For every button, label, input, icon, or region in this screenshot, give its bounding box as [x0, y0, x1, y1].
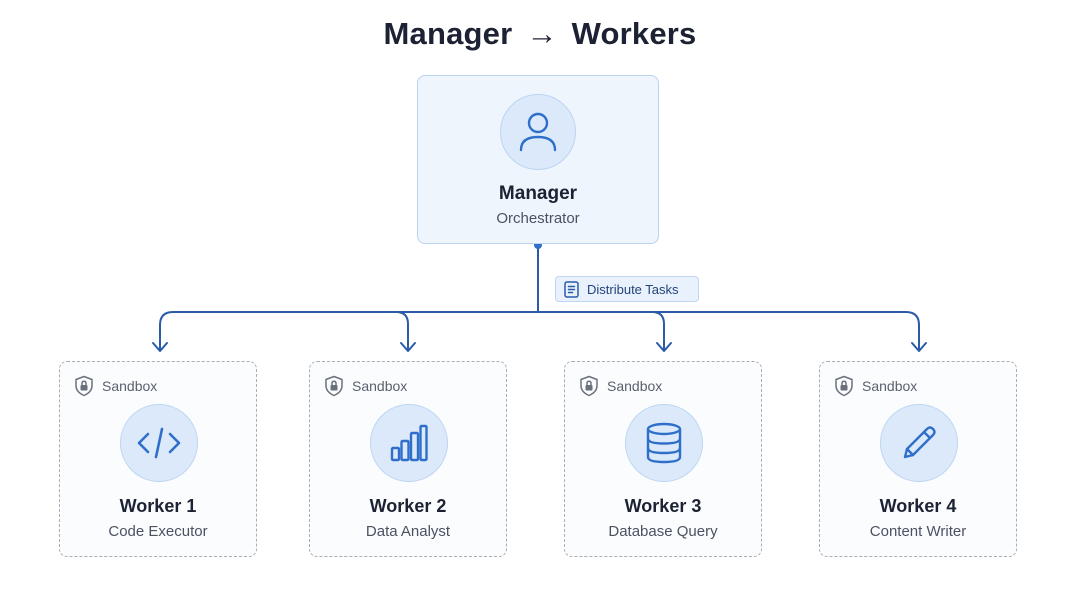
- manager-subtitle: Orchestrator: [496, 210, 580, 227]
- worker-2-subtitle: Data Analyst: [365, 523, 451, 540]
- sandbox-tag: Sandbox: [324, 375, 407, 397]
- worker-card-1: Sandbox Worker 1 Code Executor: [59, 361, 257, 557]
- sandbox-tag: Sandbox: [834, 375, 917, 397]
- database-icon: [646, 422, 682, 464]
- sandbox-label: Sandbox: [352, 378, 408, 394]
- distribute-tasks-label: Distribute Tasks: [587, 281, 679, 297]
- connector-branch-3: [651, 311, 665, 351]
- title-manager: Manager: [383, 16, 513, 51]
- worker-4-subtitle: Content Writer: [869, 523, 967, 540]
- worker-card-4: Sandbox Worker 4 Content Writer: [819, 361, 1017, 557]
- user-icon: [519, 112, 557, 152]
- worker-1-subtitle: Code Executor: [108, 523, 208, 540]
- worker-3-title: Worker 3: [624, 496, 702, 516]
- connector-branch-2: [395, 311, 409, 351]
- manager-card: Manager Orchestrator: [417, 75, 659, 244]
- code-icon: [137, 427, 181, 459]
- document-icon: [564, 280, 579, 298]
- manager-title: Manager: [498, 183, 578, 204]
- worker-3-icon-circle: [625, 404, 703, 482]
- worker-2-icon-circle: [370, 404, 448, 482]
- manager-icon-circle: [500, 94, 576, 170]
- title-arrow: →: [526, 16, 558, 51]
- sandbox-tag: Sandbox: [74, 375, 157, 397]
- worker-4-icon-circle: [880, 404, 958, 482]
- pencil-icon: [903, 426, 936, 459]
- distribute-tasks-badge: Distribute Tasks: [555, 276, 699, 302]
- diagram-title: Manager → Workers: [0, 16, 1080, 52]
- worker-1-title: Worker 1: [119, 496, 197, 516]
- connector-bus: [159, 311, 920, 326]
- shield-lock-icon: [325, 375, 343, 397]
- worker-card-3: Sandbox Worker 3 Database Query: [564, 361, 762, 557]
- worker-4-title: Worker 4: [879, 496, 957, 516]
- title-workers: Workers: [571, 16, 697, 51]
- sandbox-label: Sandbox: [102, 378, 158, 394]
- arrowhead-2: [400, 342, 416, 352]
- arrowhead-3: [656, 342, 672, 352]
- shield-lock-icon: [835, 375, 853, 397]
- sandbox-label: Sandbox: [862, 378, 918, 394]
- arrowhead-4: [911, 342, 927, 352]
- worker-2-title: Worker 2: [369, 496, 447, 516]
- sandbox-label: Sandbox: [607, 378, 663, 394]
- sandbox-tag: Sandbox: [579, 375, 662, 397]
- bar-chart-icon: [390, 424, 428, 462]
- worker-card-2: Sandbox Worker 2 Data Analyst: [309, 361, 507, 557]
- worker-1-icon-circle: [120, 404, 198, 482]
- shield-lock-icon: [75, 375, 93, 397]
- worker-3-subtitle: Database Query: [608, 523, 718, 540]
- arrowhead-1: [152, 342, 168, 352]
- shield-lock-icon: [580, 375, 598, 397]
